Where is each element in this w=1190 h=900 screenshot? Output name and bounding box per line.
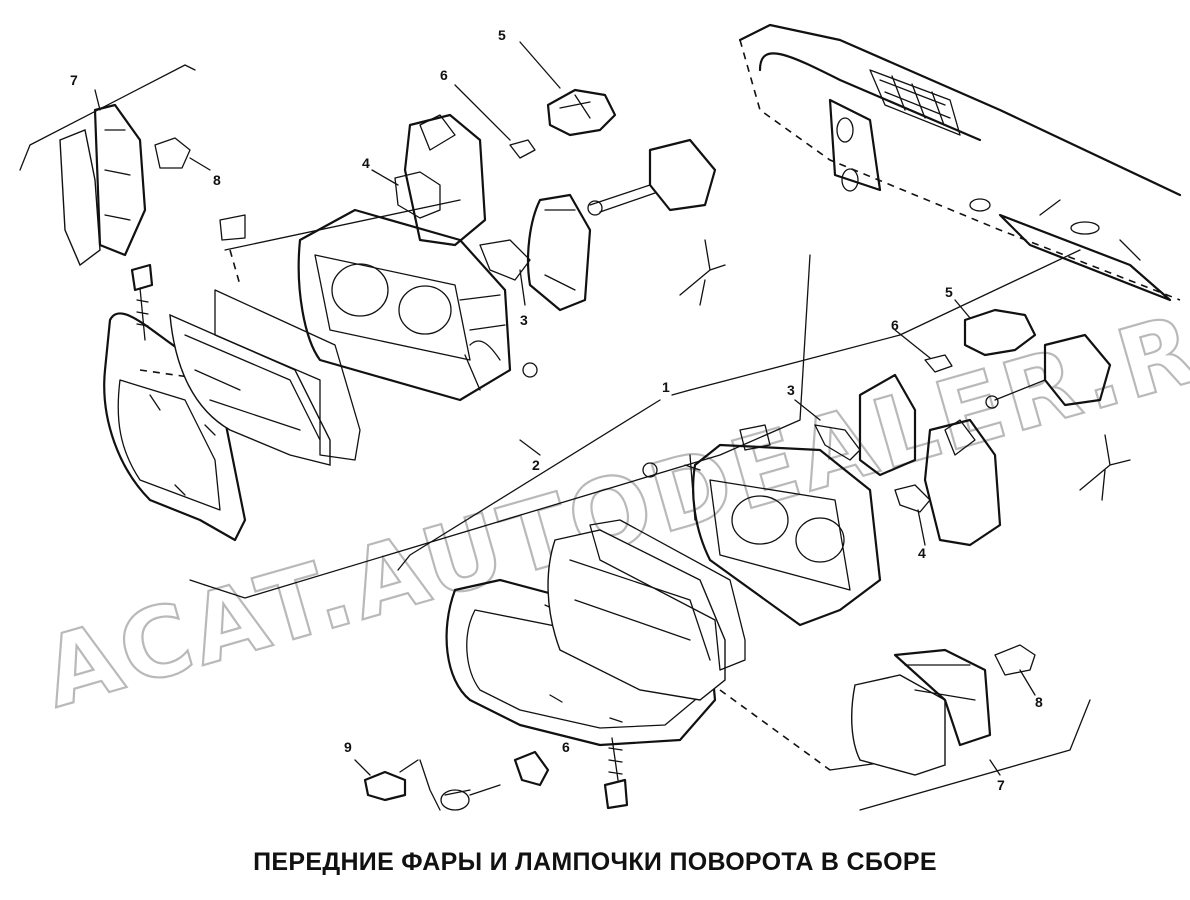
callout-3-left: 3 — [520, 312, 528, 328]
callout-9: 9 — [344, 739, 352, 755]
callout-1: 1 — [662, 379, 670, 395]
callout-5-left: 5 — [498, 27, 506, 43]
left-socket-4 — [394, 171, 441, 219]
left-gasket — [214, 289, 361, 461]
left-lens — [169, 313, 331, 466]
callout-numbers: 5 6 4 3 7 8 2 1 3 6 5 4 8 7 9 6 — [70, 27, 1043, 793]
left-bezel — [103, 312, 247, 542]
callout-7-right: 7 — [997, 777, 1005, 793]
left-connector-5 — [546, 88, 617, 137]
right-turn-bulb-8 — [994, 644, 1036, 676]
callout-8-right: 8 — [1035, 694, 1043, 710]
key-9 — [363, 770, 407, 802]
callout-7-left: 7 — [70, 72, 78, 88]
right-connector-5 — [963, 308, 1037, 357]
left-housing — [297, 208, 512, 402]
right-turn-lamp-lens — [851, 674, 946, 776]
vehicle-front-body — [738, 23, 1182, 302]
callout-6-bottom: 6 — [562, 739, 570, 755]
right-headlamp-assembly — [363, 249, 1131, 811]
left-turn-lamp — [19, 64, 196, 267]
right-gasket — [589, 519, 746, 671]
right-socket-4 — [894, 484, 931, 513]
callout-8-left: 8 — [213, 172, 221, 188]
right-lens — [547, 529, 726, 701]
callout-3-right: 3 — [787, 382, 795, 398]
callout-5-right: 5 — [945, 284, 953, 300]
callout-4-right: 4 — [918, 545, 926, 561]
callout-6-left: 6 — [440, 67, 448, 83]
diagram-caption: ПЕРЕДНИЕ ФАРЫ И ЛАМПОЧКИ ПОВОРОТА В СБОР… — [253, 848, 937, 876]
right-housing — [692, 443, 882, 627]
callout-2: 2 — [532, 457, 540, 473]
right-clip-6 — [924, 354, 953, 373]
callout-6-right: 6 — [891, 317, 899, 333]
left-headlamp-assembly — [103, 88, 811, 599]
callout-leaders — [94, 41, 1036, 776]
left-bulb-3 — [479, 239, 531, 281]
right-bulb-3 — [814, 424, 861, 461]
callout-4-left: 4 — [362, 155, 370, 171]
left-clip-6 — [509, 139, 536, 159]
left-turn-bulb-8 — [154, 137, 191, 169]
